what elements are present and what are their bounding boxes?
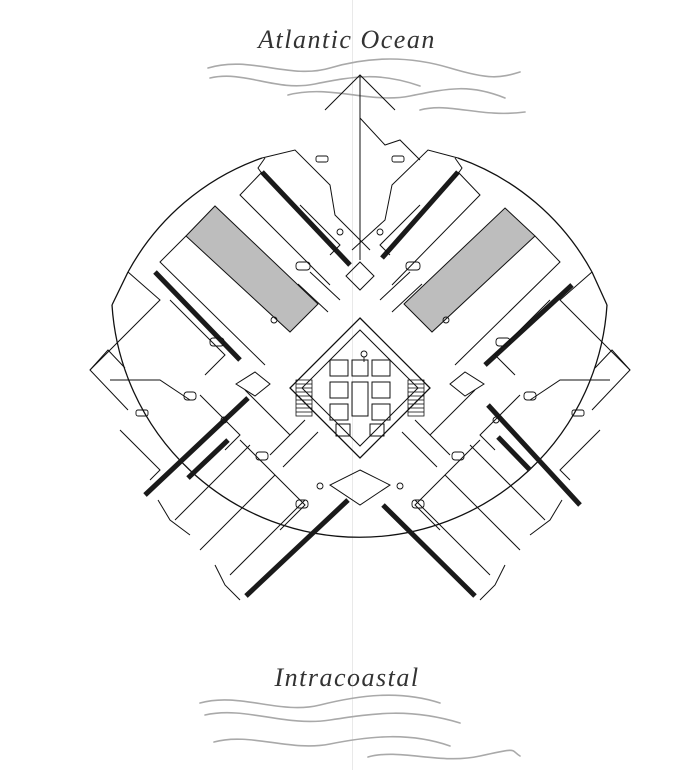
lobby-left — [235, 371, 271, 397]
bottom-wave-1 — [199, 694, 441, 709]
central-core — [235, 261, 485, 506]
corridor-se — [401, 419, 451, 468]
top-wave-3 — [287, 87, 506, 99]
highlighted-unit-left — [185, 205, 319, 333]
building-outline — [111, 157, 608, 538]
unit-partitions — [89, 74, 631, 576]
stair-right — [407, 379, 425, 417]
elevator-icon — [360, 350, 368, 362]
highlighted-units — [185, 205, 536, 333]
bottom-wave-2 — [204, 711, 461, 724]
corridor-sw — [269, 419, 319, 468]
bottom-wave-4 — [367, 749, 521, 760]
elevator-shafts — [329, 359, 391, 437]
top-wave-2 — [209, 75, 421, 87]
core-outer — [289, 317, 431, 459]
lobby-right — [449, 371, 485, 397]
lobby-bottom — [329, 469, 391, 506]
highlighted-unit-right — [403, 207, 536, 333]
stair-left — [295, 379, 313, 417]
top-wave-4 — [419, 106, 526, 115]
top-wave-1 — [207, 58, 521, 78]
corridor-ne — [379, 271, 423, 313]
balcony-bays — [89, 157, 631, 601]
atlantic-ocean-label: Atlantic Ocean — [258, 25, 436, 54]
corridor-nw — [297, 271, 341, 313]
lobby-top — [345, 261, 375, 291]
core-inner — [301, 329, 419, 447]
intracoastal-label: Intracoastal — [274, 663, 420, 692]
bathroom-fixtures — [135, 155, 585, 509]
bottom-wave-3 — [213, 735, 451, 747]
